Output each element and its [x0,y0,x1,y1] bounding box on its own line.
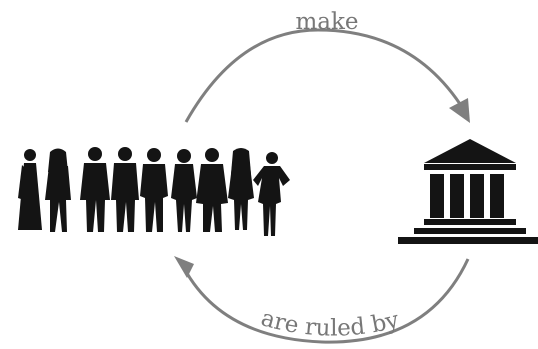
person-silhouette [80,147,110,232]
person-silhouette [111,147,139,232]
person-silhouette [140,148,168,232]
person-silhouette [171,149,197,232]
person-silhouette [196,148,228,232]
person-silhouette [45,148,71,232]
bottom-arrowhead [174,256,194,278]
government-building-icon [398,139,538,244]
top-arrowhead [449,98,470,123]
person-silhouette [228,148,254,230]
people-silhouettes-icon [18,147,290,236]
person-silhouette [18,149,42,230]
person-silhouette [253,152,290,236]
top-arrow-label: make [295,9,358,35]
bottom-arrow [182,258,470,344]
top-arrow [184,28,462,123]
